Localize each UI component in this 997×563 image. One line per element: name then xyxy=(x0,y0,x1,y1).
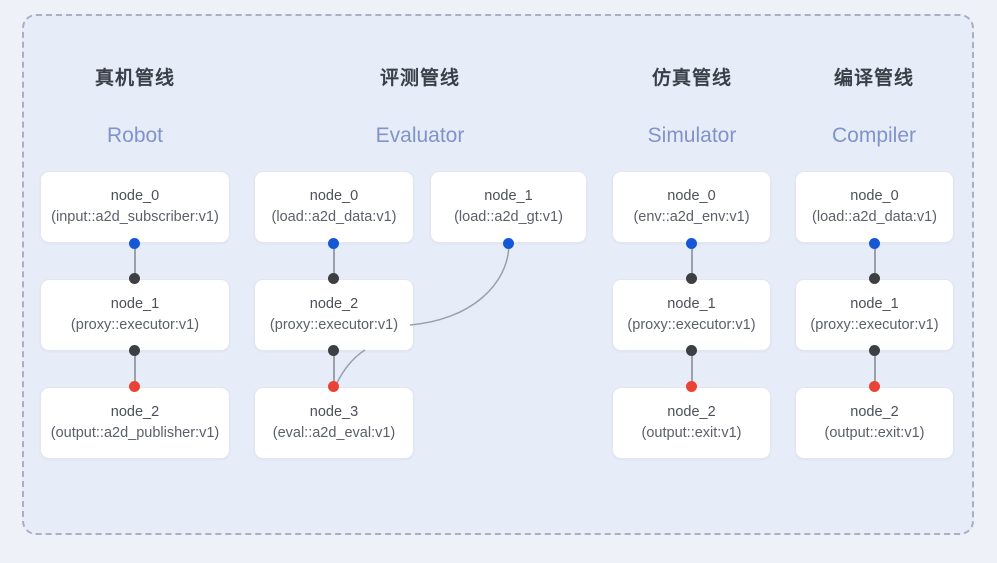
node-name: node_2 xyxy=(850,404,899,421)
node-name: node_2 xyxy=(667,404,716,421)
port-output-evaluator-1[interactable] xyxy=(503,238,514,249)
node-evaluator-1[interactable]: node_1 (load::a2d_gt:v1) xyxy=(430,171,587,243)
node-name: node_2 xyxy=(309,296,359,313)
port-output-simulator-1[interactable] xyxy=(686,345,697,356)
node-evaluator-2[interactable]: node_2 (proxy::executor:v1) xyxy=(254,279,414,351)
port-input-compiler-1[interactable] xyxy=(869,273,880,284)
edge-comp-1-2 xyxy=(874,350,876,386)
node-name: node_2 xyxy=(110,404,160,421)
node-name: node_1 xyxy=(667,296,716,313)
node-compiler-0[interactable]: node_0 (load::a2d_data:v1) xyxy=(795,171,954,243)
node-spec: (env::a2d_env:v1) xyxy=(633,209,750,225)
node-spec: (output::a2d_publisher:v1) xyxy=(50,425,220,441)
column-title-en-robot: Robot xyxy=(106,124,164,147)
edge-eval-0-2 xyxy=(333,243,335,279)
node-robot-0[interactable]: node_0 (input::a2d_subscriber:v1) xyxy=(40,171,230,243)
node-simulator-0[interactable]: node_0 (env::a2d_env:v1) xyxy=(612,171,771,243)
port-output-robot-0[interactable] xyxy=(129,238,140,249)
node-simulator-2[interactable]: node_2 (output::exit:v1) xyxy=(612,387,771,459)
port-input-evaluator-2[interactable] xyxy=(328,273,339,284)
node-spec: (load::a2d_gt:v1) xyxy=(454,209,563,225)
node-compiler-2[interactable]: node_2 (output::exit:v1) xyxy=(795,387,954,459)
port-output-evaluator-2[interactable] xyxy=(328,345,339,356)
column-title-cn-robot: 真机管线 xyxy=(94,68,175,89)
port-output-simulator-0[interactable] xyxy=(686,238,697,249)
node-spec: (output::exit:v1) xyxy=(824,425,925,441)
port-input-simulator-2[interactable] xyxy=(686,381,697,392)
node-spec: (proxy::executor:v1) xyxy=(810,317,939,333)
edge-robot-0-1 xyxy=(134,243,136,279)
node-spec: (eval::a2d_eval:v1) xyxy=(272,425,396,441)
port-input-compiler-2[interactable] xyxy=(869,381,880,392)
column-title-cn-compiler: 编译管线 xyxy=(833,68,914,89)
node-spec: (proxy::executor:v1) xyxy=(269,317,399,333)
node-evaluator-0[interactable]: node_0 (load::a2d_data:v1) xyxy=(254,171,414,243)
node-spec: (proxy::executor:v1) xyxy=(627,317,756,333)
node-simulator-1[interactable]: node_1 (proxy::executor:v1) xyxy=(612,279,771,351)
node-robot-2[interactable]: node_2 (output::a2d_publisher:v1) xyxy=(40,387,230,459)
port-output-robot-1[interactable] xyxy=(129,345,140,356)
node-name: node_1 xyxy=(484,188,533,205)
node-name: node_0 xyxy=(667,188,716,205)
column-title-en-evaluator: Evaluator xyxy=(375,124,465,147)
column-title-cn-simulator: 仿真管线 xyxy=(651,68,732,89)
port-input-robot-1[interactable] xyxy=(129,273,140,284)
edge-sim-0-1 xyxy=(691,243,693,279)
node-evaluator-3[interactable]: node_3 (eval::a2d_eval:v1) xyxy=(254,387,414,459)
edge-eval-2-3 xyxy=(333,350,335,386)
edge-robot-1-2 xyxy=(134,350,136,386)
node-spec: (output::exit:v1) xyxy=(641,425,742,441)
port-output-compiler-1[interactable] xyxy=(869,345,880,356)
port-input-evaluator-3[interactable] xyxy=(328,381,339,392)
node-compiler-1[interactable]: node_1 (proxy::executor:v1) xyxy=(795,279,954,351)
port-input-simulator-1[interactable] xyxy=(686,273,697,284)
node-spec: (load::a2d_data:v1) xyxy=(271,209,397,225)
node-name: node_3 xyxy=(309,404,359,421)
node-spec: (input::a2d_subscriber:v1) xyxy=(51,209,219,225)
node-name: node_1 xyxy=(110,296,160,313)
column-title-cn-evaluator: 评测管线 xyxy=(379,68,460,89)
node-name: node_1 xyxy=(850,296,899,313)
node-robot-1[interactable]: node_1 (proxy::executor:v1) xyxy=(40,279,230,351)
port-output-evaluator-0[interactable] xyxy=(328,238,339,249)
node-name: node_0 xyxy=(850,188,899,205)
port-input-robot-2[interactable] xyxy=(129,381,140,392)
node-spec: (proxy::executor:v1) xyxy=(70,317,200,333)
edge-sim-1-2 xyxy=(691,350,693,386)
edge-comp-0-1 xyxy=(874,243,876,279)
node-name: node_0 xyxy=(309,188,359,205)
node-name: node_0 xyxy=(110,188,160,205)
port-output-compiler-0[interactable] xyxy=(869,238,880,249)
column-title-en-simulator: Simulator xyxy=(647,124,737,147)
column-title-en-compiler: Compiler xyxy=(831,124,917,147)
node-spec: (load::a2d_data:v1) xyxy=(812,209,937,225)
